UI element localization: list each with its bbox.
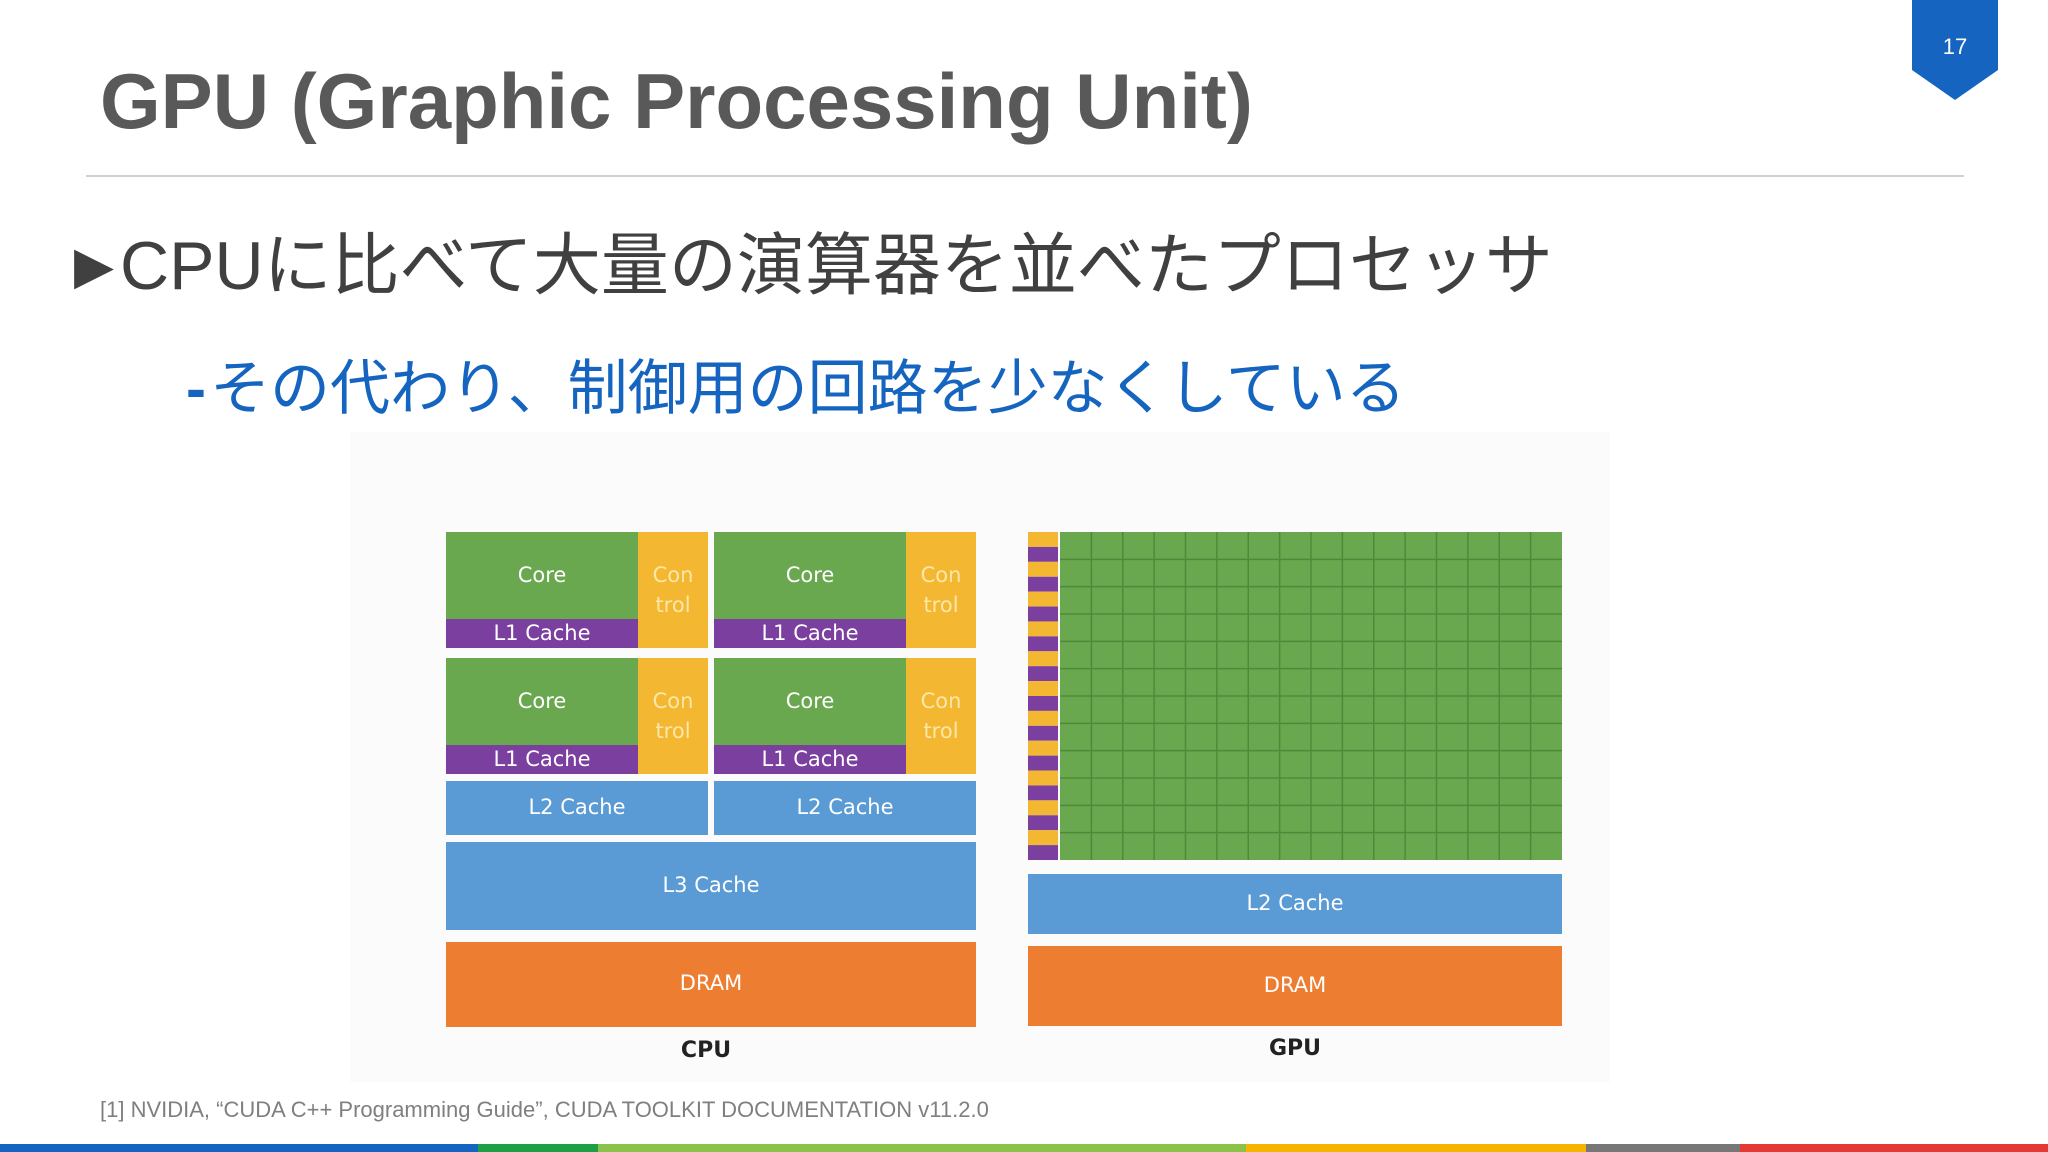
cpu-core-2 <box>714 532 906 619</box>
title-divider <box>86 175 1964 177</box>
cpu-core-block-4: Core L1 Cache Con trol <box>714 658 976 774</box>
gpu-core-grid <box>1060 532 1562 860</box>
gpu-control-stripe <box>1028 636 1058 652</box>
footer-segment-green <box>478 1144 598 1152</box>
cpu-l1-cache-2 <box>714 619 906 648</box>
page-number-badge: 17 <box>1912 0 1998 100</box>
gpu-control-stripe <box>1028 621 1058 637</box>
gpu-control-stripe <box>1028 666 1058 682</box>
cpu-l2-cache-left <box>446 781 708 835</box>
gpu-control-stripe <box>1028 845 1058 860</box>
cpu-control-label-4b: trol <box>923 719 958 743</box>
footer-segment-red <box>1740 1144 2048 1152</box>
gpu-control-stripe <box>1028 770 1058 786</box>
cpu-l3-label: L3 Cache <box>662 873 759 897</box>
page-number: 17 <box>1942 34 1968 59</box>
cpu-control-2 <box>906 532 976 648</box>
footer-segment-lightgreen <box>598 1144 1246 1152</box>
cpu-l1-label-4: L1 Cache <box>761 747 858 771</box>
gpu-caption: GPU <box>1269 1036 1321 1061</box>
cpu-core-label-2: Core <box>786 563 835 587</box>
gpu-control-stripe <box>1028 740 1058 756</box>
footer-segment-blue <box>0 1144 478 1152</box>
cpu-control-label-1b: trol <box>655 593 690 617</box>
cpu-control-label-2a: Con <box>921 563 962 587</box>
gpu-control-stripe <box>1028 591 1058 607</box>
cpu-control-label-1a: Con <box>653 563 694 587</box>
gpu-control-stripe <box>1028 651 1058 667</box>
cpu-control-label-3b: trol <box>655 719 690 743</box>
gpu-control-stripe <box>1028 561 1058 577</box>
cpu-control-3 <box>638 658 708 774</box>
gpu-control-stripe <box>1028 800 1058 816</box>
gpu-control-stripe <box>1028 710 1058 726</box>
cpu-dram <box>446 942 976 1027</box>
cpu-core-label-1: Core <box>518 563 567 587</box>
cpu-core-1 <box>446 532 638 619</box>
cpu-core-label-4: Core <box>786 689 835 713</box>
cpu-core-3 <box>446 658 638 745</box>
cpu-l2-cache-right <box>714 781 976 835</box>
gpu-control-stripe <box>1028 755 1058 771</box>
gpu-l2-cache <box>1028 874 1562 934</box>
cpu-l2-label-right: L2 Cache <box>796 795 893 819</box>
cpu-core-4 <box>714 658 906 745</box>
gpu-control-stripe <box>1028 546 1058 562</box>
gpu-control-stripe <box>1028 606 1058 622</box>
cpu-l3-cache <box>446 842 976 930</box>
dash-bullet-icon: - <box>186 355 206 422</box>
cpu-l1-cache-3 <box>446 745 638 774</box>
triangle-bullet-icon: ▶ <box>74 237 114 295</box>
gpu-control-stripe <box>1028 725 1058 741</box>
cpu-core-label-3: Core <box>518 689 567 713</box>
cpu-l1-label-2: L1 Cache <box>761 621 858 645</box>
cpu-control-label-3a: Con <box>653 689 694 713</box>
gpu-control-l1-column <box>1028 532 1058 860</box>
gpu-dram <box>1028 946 1562 1026</box>
cpu-control-label-4a: Con <box>921 689 962 713</box>
bullet-main: ▶CPUに比べて大量の演算器を並べたプロセッサ <box>74 210 1553 309</box>
footer-segment-gray <box>1586 1144 1740 1152</box>
cpu-l2-label-left: L2 Cache <box>528 795 625 819</box>
bullet-sub: -その代わり、制御用の回路を少なくしている <box>186 340 1406 427</box>
cpu-core-block-3: Core L1 Cache Con trol <box>446 658 708 774</box>
cpu-control-label-2b: trol <box>923 593 958 617</box>
citation: [1] NVIDIA, “CUDA C++ Programming Guide”… <box>100 1097 989 1122</box>
cpu-control-1 <box>638 532 708 648</box>
gpu-control-stripe <box>1028 576 1058 592</box>
cpu-core-block-1: Core L1 Cache Con trol <box>446 532 708 648</box>
bullet-main-text: CPUに比べて大量の演算器を並べたプロセッサ <box>120 228 1553 304</box>
gpu-control-stripe <box>1028 785 1058 801</box>
cpu-l1-label-1: L1 Cache <box>493 621 590 645</box>
page-number-shape <box>1912 0 1998 100</box>
slide-title: GPU (Graphic Processing Unit) <box>100 57 1253 145</box>
gpu-control-stripe <box>1028 681 1058 696</box>
cpu-caption: CPU <box>681 1038 731 1063</box>
cpu-core-block-2: Core L1 Cache Con trol <box>714 532 976 648</box>
gpu-control-stripe <box>1028 696 1058 711</box>
gpu-control-stripe <box>1028 815 1058 831</box>
cpu-control-4 <box>906 658 976 774</box>
cpu-l1-cache-4 <box>714 745 906 774</box>
gpu-control-stripe <box>1028 830 1058 846</box>
gpu-l2-label: L2 Cache <box>1246 891 1343 915</box>
cpu-l1-label-3: L1 Cache <box>493 747 590 771</box>
gpu-control-stripe <box>1028 532 1058 547</box>
footer-segment-yellow <box>1246 1144 1586 1152</box>
bullet-sub-text: その代わり、制御用の回路を少なくしている <box>209 355 1406 422</box>
footer-color-bar <box>0 1144 2048 1152</box>
cpu-dram-label: DRAM <box>680 971 742 995</box>
cpu-l1-cache-1 <box>446 619 638 648</box>
gpu-dram-label: DRAM <box>1264 973 1326 997</box>
